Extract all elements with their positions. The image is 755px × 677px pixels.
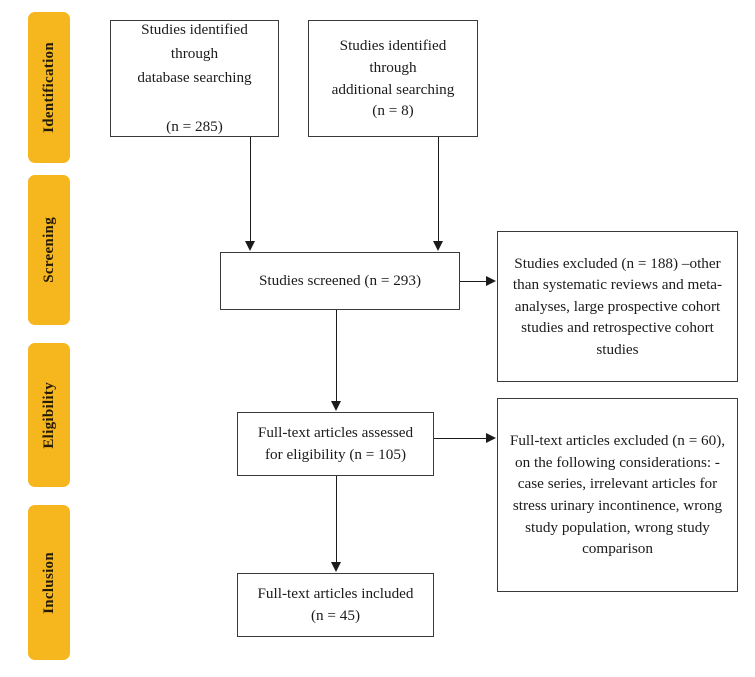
arrowhead-database-to-screened [245,241,255,251]
box-fulltext-assessed-text: Full-text articles assessed for eligibil… [257,424,414,463]
box-database-searching-text: Studies identified through database sear… [137,20,252,135]
box-fulltext-included-text: Full-text articles included (n = 45) [257,585,414,624]
box-studies-excluded-text: Studies excluded (n = 188) –other than s… [512,254,723,358]
arrowhead-assessed-to-included [331,562,341,572]
box-fulltext-excluded-text: Full-text articles excluded (n = 60), on… [509,432,726,558]
stage-tab-screening-label: Screening [40,217,57,283]
box-fulltext-included: Full-text articles included (n = 45) [237,573,434,637]
connector-screened-to-eligibility [336,310,337,402]
box-studies-screened: Studies screened (n = 293) [220,252,460,310]
box-studies-screened-text: Studies screened (n = 293) [258,272,422,290]
arrowhead-additional-to-screened [433,241,443,251]
stage-tab-eligibility-label: Eligibility [40,381,57,449]
box-database-searching: Studies identified through database sear… [110,20,279,137]
box-additional-searching: Studies identified through additional se… [308,20,478,137]
connector-assessed-to-included [336,476,337,563]
connector-additional-to-screened [438,137,439,242]
arrowhead-assessed-to-excluded [486,433,496,443]
arrowhead-screened-to-excluded [486,276,496,286]
box-studies-excluded: Studies excluded (n = 188) –other than s… [497,231,738,382]
box-additional-searching-text: Studies identified through additional se… [331,37,455,120]
stage-tab-screening: Screening [28,175,70,325]
arrowhead-screened-to-eligibility [331,401,341,411]
box-fulltext-assessed: Full-text articles assessed for eligibil… [237,412,434,476]
stage-tab-identification-label: Identification [40,42,57,133]
stage-tab-eligibility: Eligibility [28,343,70,487]
stage-tab-inclusion: Inclusion [28,505,70,660]
stage-tab-identification: Identification [28,12,70,163]
stage-tab-inclusion-label: Inclusion [40,551,57,614]
box-fulltext-excluded: Full-text articles excluded (n = 60), on… [497,398,738,592]
connector-screened-to-excluded [460,281,487,282]
connector-assessed-to-excluded [434,438,487,439]
connector-database-to-screened [250,137,251,242]
